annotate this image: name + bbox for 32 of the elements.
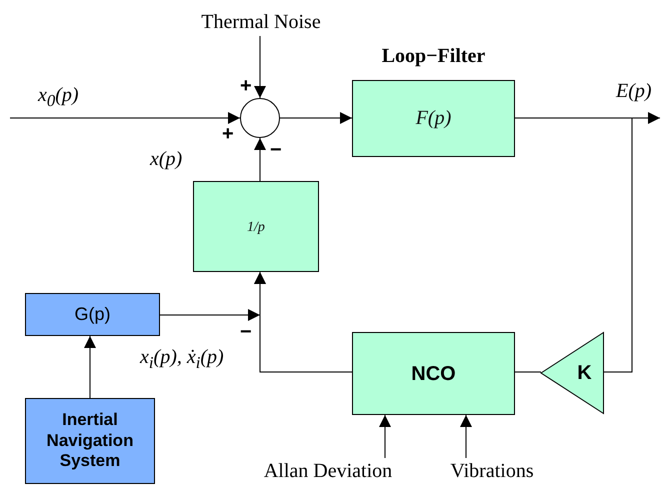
arrow	[10, 112, 240, 124]
block-heading: Loop−Filter	[380, 45, 486, 68]
process-box	[25, 293, 160, 336]
arrow	[460, 414, 472, 458]
sign-label: −	[270, 140, 282, 160]
process-box	[193, 181, 319, 272]
arrow	[280, 112, 352, 124]
node-label: Vibrations	[450, 460, 534, 482]
signal-label: x$_{0}$(p)	[38, 84, 79, 111]
arrow	[254, 138, 266, 182]
node-label: Inertial Navigation System	[46, 410, 134, 470]
arrow	[84, 336, 96, 398]
arrow	[160, 272, 266, 321]
node-label: 1/p	[247, 220, 265, 234]
node-label: NCO	[411, 362, 456, 384]
gain-triangle	[541, 332, 604, 414]
summing-junction	[240, 98, 280, 138]
node-label: Allan Deviation	[264, 460, 392, 482]
node-label: Thermal Noise	[201, 10, 321, 32]
signal-label: x(p)	[150, 148, 182, 171]
node-label: K	[577, 362, 592, 384]
sign-label: +	[240, 76, 252, 96]
sign-label: −	[240, 322, 252, 342]
arrow	[254, 36, 266, 98]
node-label: G(p)	[74, 304, 110, 324]
node-label: F(p)	[416, 107, 452, 129]
signal-label: E(p)	[616, 80, 652, 103]
sign-label: +	[222, 124, 234, 144]
arrow	[379, 414, 391, 458]
process-box	[25, 398, 155, 484]
signal-label: x$_{i}$(p), ẋ$_{i}$(p)	[140, 346, 224, 373]
process-box	[352, 332, 515, 415]
